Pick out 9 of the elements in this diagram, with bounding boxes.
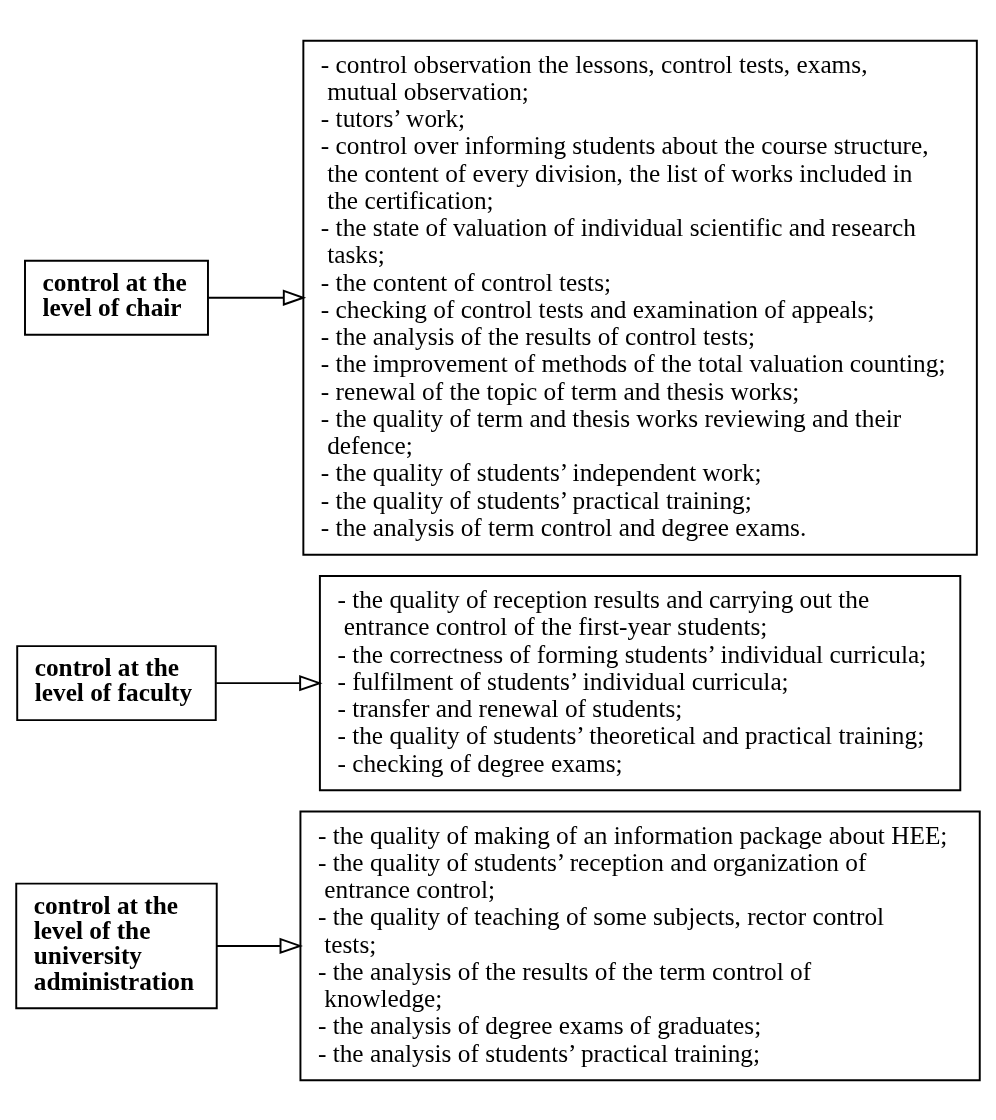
node-box: - the quality of making of an information package about HEE; - the quality of students’ reception and organization of entrance control; - the quality of teaching of some subjects, rector control tests; - the analysis of the results of the term control of knowledge; - the analysis of degree exams of graduates; - the analysis of students’ practical training; <box>299 810 981 1081</box>
arrow <box>207 289 307 306</box>
node-box: - control observation the lessons, control tests, exams, mutual observation; - tutors’ work; - control over informing students about the course structure, the content of every division, the list of works included in the certification; - the state of valuation of individual scientific and research tasks; - the content of control tests; - checking of control tests and examination of appeals; - the analysis of the results of control tests; - the improvement of methods of the total valuation counting; - renewal of the topic of term and thesis works; - the quality of term and thesis works reviewing and their defence; - the quality of students’ independent work; - the quality of students’ practical training; - the analysis of term control and degree exams. <box>302 39 978 556</box>
arrow <box>215 937 303 954</box>
arrow <box>215 674 323 691</box>
node-box: - the quality of reception results and carrying out the entrance control of the first-year students; - the correctness of forming students’ individual curricula; - fulfilment of students’ individual curricula; - transfer and renewal of students; - the quality of students’ theoretical and practical training; - checking of degree exams; <box>318 574 962 791</box>
node-box: control at the level of chair <box>24 259 209 336</box>
node-box: control at the level of the university administration <box>15 882 218 1009</box>
node-box: control at the level of faculty <box>16 644 217 721</box>
